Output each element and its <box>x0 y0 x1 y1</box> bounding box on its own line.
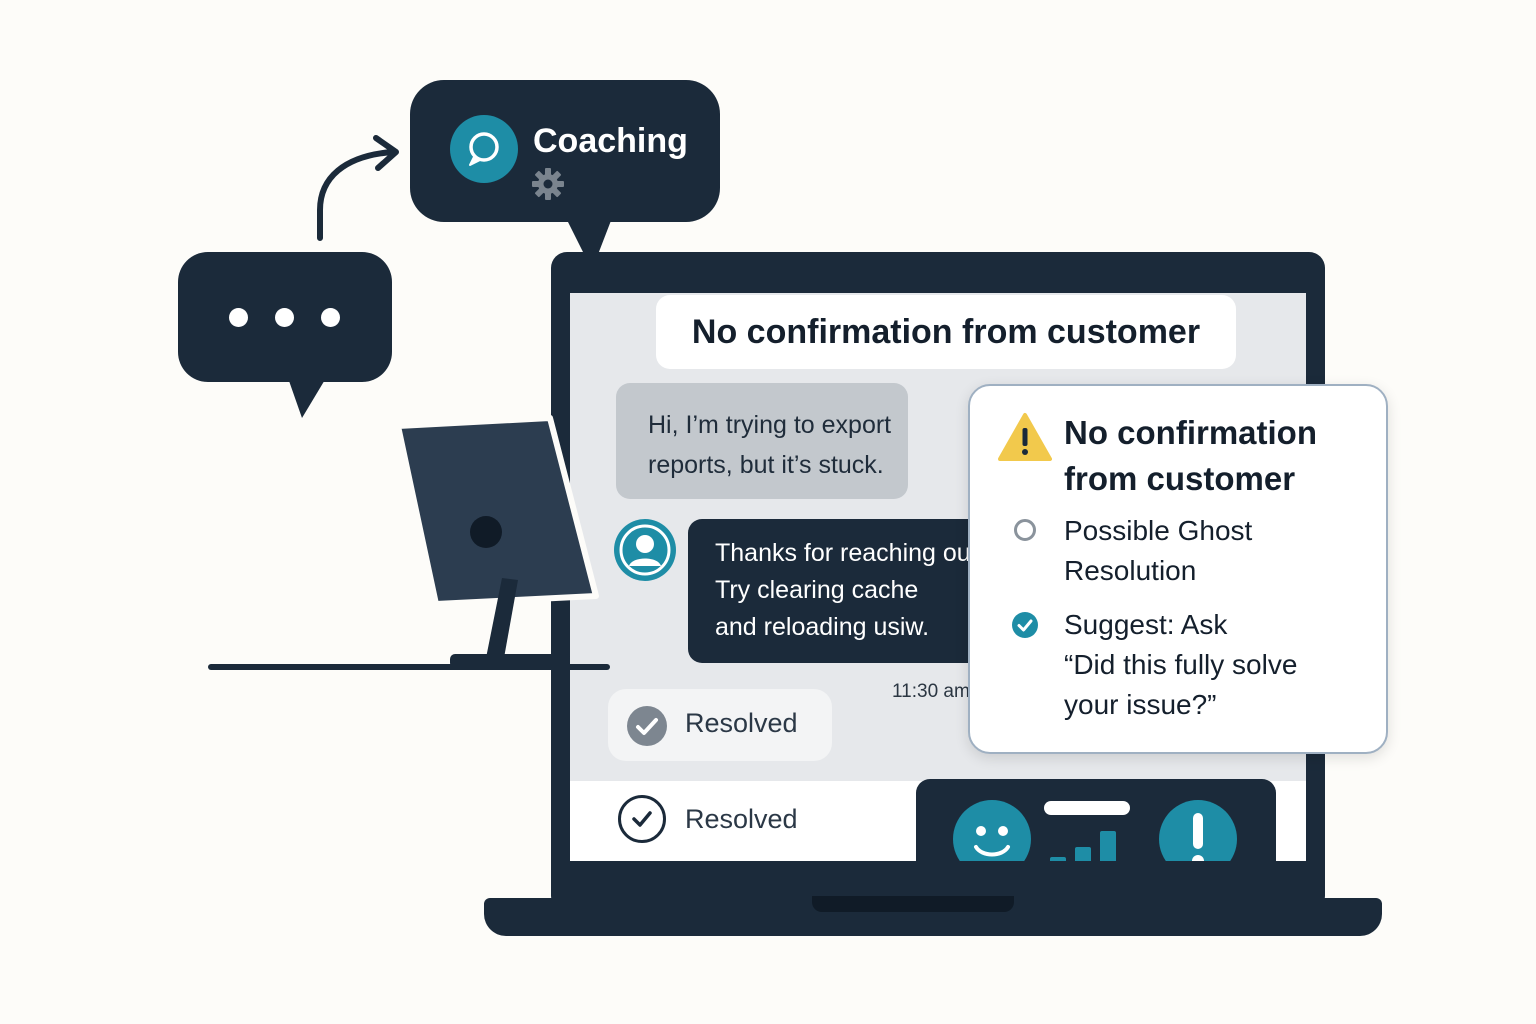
typing-dot <box>275 308 294 327</box>
radio-unchecked-icon[interactable] <box>1014 519 1036 541</box>
chat-bubble-icon <box>450 115 518 183</box>
coaching-title: Coaching <box>533 122 688 160</box>
customer-message-line: Hi, I’m trying to export <box>648 411 892 439</box>
resolved-footer-label: Resolved <box>685 804 798 834</box>
gear-icon[interactable] <box>530 166 566 202</box>
alert-item-line: your issue?” <box>1064 689 1217 720</box>
chat-window: No confirmation from customer Hi, I’m tr… <box>570 293 1306 861</box>
alert-card-title: No confirmation from customer <box>1064 410 1364 502</box>
alert-item-line: “Did this fully solve <box>1064 649 1298 680</box>
customer-message: Hi, I’m trying to export reports, but it… <box>616 383 908 499</box>
exclamation-icon[interactable] <box>1158 799 1238 861</box>
smiley-icon[interactable] <box>952 799 1032 861</box>
alert-item-line: Resolution <box>1064 555 1197 586</box>
desk-surface <box>208 664 610 670</box>
agent-message-line: and reloading usiw. <box>715 613 930 641</box>
agent-message-line: Thanks for reaching out! <box>715 539 985 567</box>
check-circle-icon <box>627 706 667 746</box>
agent-message-line: Try clearing cache <box>715 576 919 604</box>
customer-message-line: reports, but it’s stuck. <box>648 451 884 479</box>
desktop-monitor-icon <box>395 415 599 668</box>
progress-pill <box>1044 801 1130 815</box>
typing-dot <box>229 308 248 327</box>
curved-arrow-icon <box>317 135 399 241</box>
signal-bars-icon <box>1050 831 1116 861</box>
alert-banner: No confirmation from customer <box>656 295 1236 369</box>
typing-bubble <box>178 252 392 382</box>
alert-card-title-line: No confirmation <box>1064 414 1317 451</box>
resolved-pill-label: Resolved <box>685 708 798 738</box>
warning-icon <box>998 413 1052 461</box>
typing-dot <box>321 308 340 327</box>
check-filled-icon[interactable] <box>1012 612 1038 638</box>
alert-item-line: Suggest: Ask <box>1064 609 1228 640</box>
status-tray <box>916 779 1276 861</box>
message-timestamp: 11:30 am <box>892 681 970 702</box>
laptop-notch <box>812 896 1014 912</box>
agent-avatar <box>614 519 676 581</box>
alert-item-ghost-resolution: Possible Ghost Resolution <box>1064 511 1364 591</box>
agent-message: Thanks for reaching out! Try clearing ca… <box>688 519 988 663</box>
check-outline-icon[interactable] <box>618 795 666 843</box>
typing-bubble-tail <box>288 378 326 418</box>
alert-item-line: Possible Ghost <box>1064 515 1253 546</box>
alert-item-suggestion: Suggest: Ask “Did this fully solve your … <box>1064 605 1364 725</box>
user-icon <box>619 524 671 576</box>
alert-card-title-line: from customer <box>1064 460 1296 497</box>
